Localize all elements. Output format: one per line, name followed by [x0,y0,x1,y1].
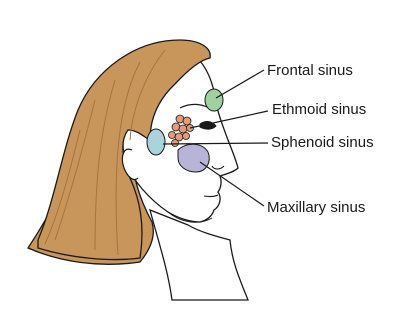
neck [150,210,248,300]
maxillary-sinus [178,144,209,172]
ethmoid-sinus-label: Ethmoid sinus [272,101,366,119]
frontal-sinus [205,89,223,111]
sphenoid-sinus [147,129,165,155]
frontal-leader-line [216,70,264,98]
sphenoid-sinus-label: Sphenoid sinus [271,134,374,152]
frontal-sinus-label: Frontal sinus [267,62,353,80]
maxillary-sinus-label: Maxillary sinus [267,199,365,217]
